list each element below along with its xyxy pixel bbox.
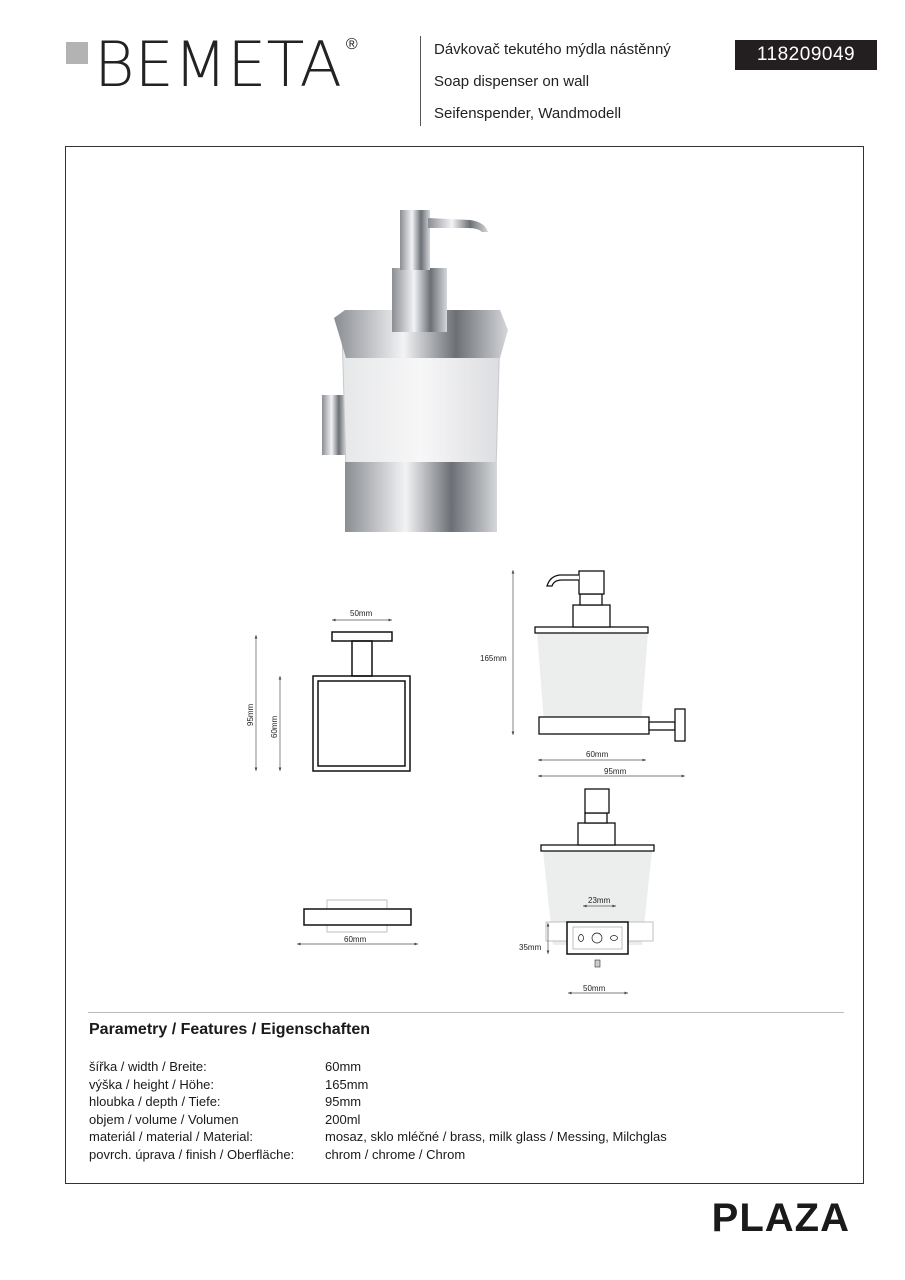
dim-front-inner-height: 60mm [270,715,279,738]
dim-side-depth-glass: 60mm [586,750,609,759]
registered-mark: ® [345,36,358,53]
dim-front-total-height: 95mm [246,703,255,726]
header-divider [420,36,421,126]
brand-logo: BEMETA ® [66,30,358,100]
feature-value: chrom / chrome / Chrom [325,1147,466,1162]
title-en: Soap dispenser on wall [434,73,590,90]
feature-value: 200ml [325,1112,361,1127]
logo-square [66,42,88,64]
feature-row: povrch. úprava / finish / Oberfläche: chr… [89,1147,465,1162]
top-view-drawing [303,899,412,933]
feature-label: šířka / width / Breite: [89,1059,207,1074]
back-view-drawing [540,788,655,968]
feature-label: výška / height / Höhe: [89,1077,215,1092]
feature-row: šířka / width / Breite: 60mm [89,1059,361,1074]
title-de: Seifenspender, Wandmodell [434,105,622,122]
feature-label: hloubka / depth / Tiefe: [89,1094,221,1109]
technical-drawings: 50mm 95mm 60mm 165mm 60mm 95mm 60mm [246,210,686,995]
dim-back-plate-width: 50mm [583,984,606,993]
feature-value: 165mm [325,1077,369,1092]
content-frame [65,146,864,1184]
feature-label: objem / volume / Volumen [89,1112,239,1127]
front-view-drawing [312,631,411,772]
feature-value: mosaz, sklo mléčné / brass, milk glass /… [325,1129,667,1144]
features-title: Parametry / Features / Eigenschaften [89,1021,370,1038]
features-divider [88,1012,844,1013]
product-photo [322,210,508,532]
dim-back-plate-height: 35mm [519,943,542,952]
feature-row: hloubka / depth / Tiefe: 95mm [89,1094,361,1109]
dim-back-hole-spacing: 23mm [588,896,611,905]
feature-row: objem / volume / Volumen 200ml [89,1112,360,1127]
feature-row: výška / height / Höhe: 165mm [89,1077,368,1092]
dim-front-width: 50mm [350,609,373,618]
feature-row: materiál / material / Material: mosaz, sk… [89,1129,667,1144]
product-code: 118209049 [735,40,877,70]
side-view-drawing [534,570,686,742]
feature-value: 95mm [325,1094,362,1109]
feature-label: materiál / material / Material: [89,1129,253,1144]
dim-top-width: 60mm [344,935,367,944]
dim-side-height: 165mm [480,654,507,663]
dim-side-depth-total: 95mm [604,767,627,776]
title-cz: Dávkovač tekutého mýdla nástěnný [434,41,671,58]
logo-text: BEMETA [94,28,342,101]
series-name: PLAZA [711,1196,850,1240]
feature-label: povrch. úprava / finish / Oberfläche: [89,1147,295,1162]
feature-value: 60mm [325,1059,362,1074]
